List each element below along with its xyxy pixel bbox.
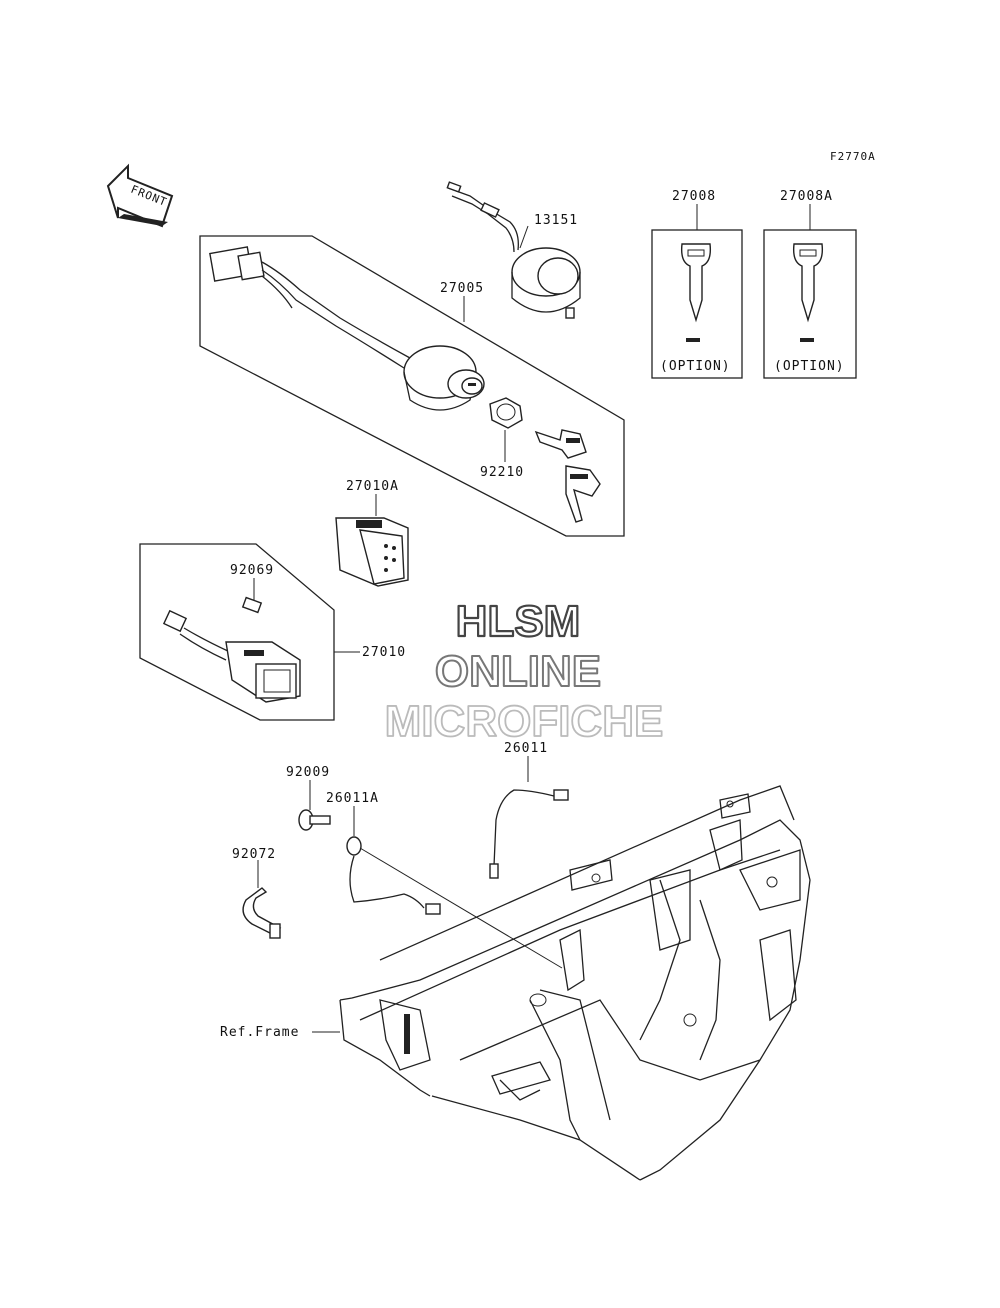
watermark-line3: MICROFICHE bbox=[385, 697, 664, 746]
part-label-92072: 92072 bbox=[232, 847, 276, 862]
part-label-26011a: 26011A bbox=[326, 791, 379, 806]
figure-code: F2770A bbox=[830, 150, 876, 163]
sensor-26011a bbox=[346, 806, 563, 969]
nut-92210 bbox=[489, 397, 523, 462]
switch-27010a bbox=[335, 494, 409, 587]
ref-frame-label: Ref.Frame bbox=[220, 1025, 299, 1040]
part-label-27008a: 27008A bbox=[780, 189, 833, 204]
lock-cylinder-13151 bbox=[446, 181, 581, 319]
vehicle-frame bbox=[339, 785, 811, 1181]
option-key-27008a bbox=[763, 204, 857, 379]
part-label-13151: 13151 bbox=[534, 213, 578, 228]
part-label-27010: 27010 bbox=[362, 645, 406, 660]
ignition-switch-assembly bbox=[209, 246, 485, 411]
part-label-92009: 92009 bbox=[286, 765, 330, 780]
option-key-27008 bbox=[651, 204, 743, 379]
keys-pair bbox=[534, 429, 601, 523]
part-label-26011: 26011 bbox=[504, 741, 548, 756]
bolt-92009 bbox=[298, 780, 331, 831]
switch-box-27010 bbox=[139, 543, 335, 721]
sensor-26011 bbox=[489, 756, 569, 879]
part-label-27008: 27008 bbox=[672, 189, 716, 204]
watermark-line2: ONLINE bbox=[435, 647, 601, 696]
part-label-27010a: 27010A bbox=[346, 479, 399, 494]
switch-assembly-27010 bbox=[162, 578, 301, 703]
front-arrow-icon: FRONT bbox=[106, 163, 174, 228]
clamp-92072 bbox=[242, 860, 282, 939]
part-label-92069: 92069 bbox=[230, 563, 274, 578]
part-label-27005: 27005 bbox=[440, 281, 484, 296]
option-label-27008: (OPTION) bbox=[660, 359, 731, 374]
watermark: HLSM ONLINE MICROFICHE bbox=[384, 596, 664, 747]
ignition-switch-box bbox=[199, 235, 625, 537]
part-label-92210: 92210 bbox=[480, 465, 524, 480]
option-label-27008a: (OPTION) bbox=[774, 359, 845, 374]
watermark-line1: HLSM bbox=[456, 597, 581, 646]
